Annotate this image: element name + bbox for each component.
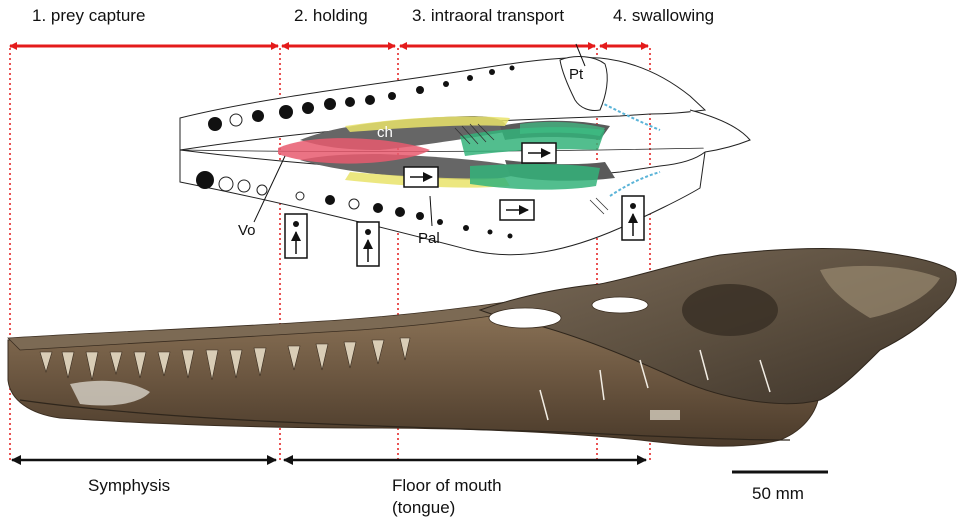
phase-label-prey-capture: 1. prey capture (32, 6, 145, 26)
fossil-orbit (682, 284, 778, 336)
snout-extension (690, 110, 750, 152)
fossil-skull-photo (8, 248, 956, 446)
transport-arrow-box (500, 200, 534, 220)
label-ch: ch (377, 124, 393, 141)
vertical-arrow-box (285, 214, 307, 258)
phase-label-swallowing: 4. swallowing (613, 6, 714, 26)
phase-label-intraoral-transport: 3. intraoral transport (412, 6, 564, 26)
label-vo: Vo (238, 222, 256, 239)
transport-arrow-box (404, 167, 438, 187)
midline (180, 148, 710, 152)
skull-schematic (180, 44, 750, 266)
label-pal: Pal (418, 230, 440, 247)
specimen-label (650, 410, 680, 420)
fossil-fenestra (489, 308, 561, 328)
green-muscle (470, 164, 600, 190)
fossil-fenestra (592, 297, 648, 313)
label-pt: Pt (569, 66, 583, 83)
region-label-floor-of-mouth: Floor of mouth (392, 476, 502, 496)
region-label-tongue: (tongue) (392, 498, 455, 518)
region-label-symphysis: Symphysis (88, 476, 170, 496)
scale-bar-label: 50 mm (752, 484, 804, 504)
transport-arrow-box (522, 143, 556, 163)
vertical-arrow-box (357, 222, 379, 266)
vertical-arrow-box (622, 196, 644, 240)
phase-label-holding: 2. holding (294, 6, 368, 26)
